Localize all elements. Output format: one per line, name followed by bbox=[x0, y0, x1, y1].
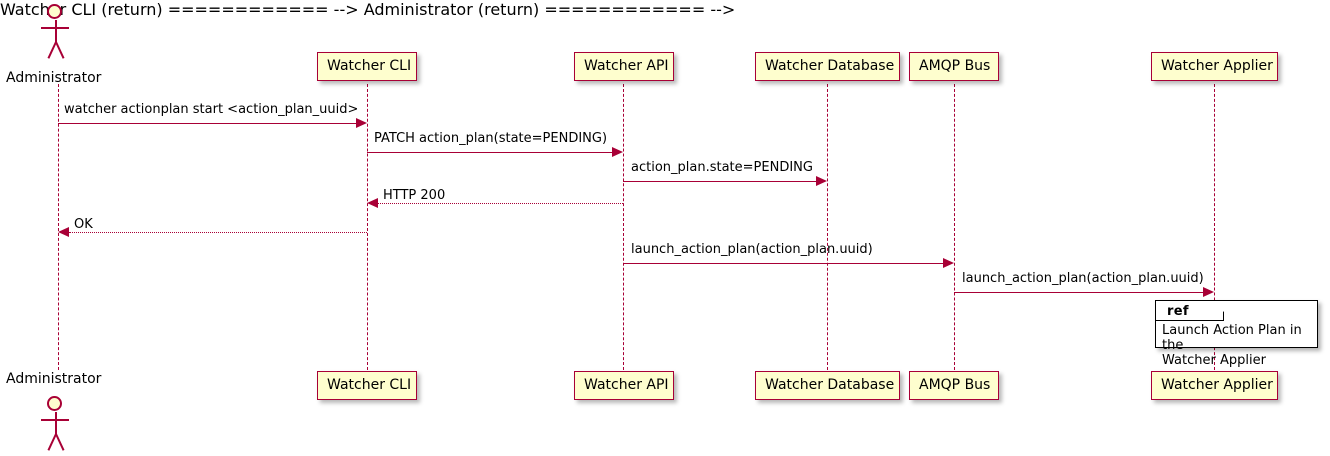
message-line-launch-action-plan-bus bbox=[954, 292, 1203, 293]
lifeline-amqp-bus bbox=[954, 84, 955, 370]
message-label-http-200: HTTP 200 bbox=[383, 188, 446, 203]
message-line-action-plan-state-pending bbox=[623, 181, 816, 182]
message-arrowhead-action-plan-state-pending bbox=[816, 176, 827, 186]
ref-fragment-text: Launch Action Plan in the Watcher Applie… bbox=[1162, 323, 1302, 368]
ref-fragment[interactable]: ref Launch Action Plan in the Watcher Ap… bbox=[1155, 300, 1318, 368]
message-arrowhead-launch-action-plan-bus bbox=[1203, 287, 1214, 297]
message-arrowhead-http-200 bbox=[367, 198, 378, 208]
participant-watcher-cli-bottom[interactable]: Watcher CLI bbox=[317, 371, 417, 400]
message-line-launch-action-plan-api bbox=[623, 263, 943, 264]
participant-watcher-database-top[interactable]: Watcher Database bbox=[755, 52, 900, 81]
actor-leg-right-icon bbox=[55, 433, 65, 451]
message-line-watcher-actionplan-start bbox=[58, 123, 358, 124]
participant-watcher-applier-bottom[interactable]: Watcher Applier bbox=[1151, 371, 1278, 400]
actor-leg-right-icon bbox=[55, 41, 65, 59]
participant-watcher-database-bottom[interactable]: Watcher Database bbox=[755, 371, 900, 400]
lifeline-watcher-cli bbox=[367, 84, 368, 370]
message-line-patch-action-plan bbox=[367, 152, 612, 153]
ref-fragment-tab-label: ref bbox=[1167, 304, 1189, 319]
participant-watcher-api-top[interactable]: Watcher API bbox=[574, 52, 674, 81]
message-arrowhead-ok bbox=[58, 227, 69, 237]
actor-administrator-bottom[interactable] bbox=[28, 396, 88, 452]
message-label-ok: OK bbox=[74, 217, 93, 232]
message-arrowhead-watcher-actionplan-start bbox=[356, 118, 367, 128]
actor-administrator-top[interactable] bbox=[28, 4, 88, 60]
participant-amqp-bus-top[interactable]: AMQP Bus bbox=[909, 52, 999, 81]
actor-head-icon bbox=[47, 396, 62, 411]
lifeline-watcher-api bbox=[623, 84, 624, 370]
participant-watcher-api-bottom[interactable]: Watcher API bbox=[574, 371, 674, 400]
participant-amqp-bus-bottom[interactable]: AMQP Bus bbox=[909, 371, 999, 400]
actor-body-icon bbox=[55, 412, 57, 436]
message-label-action-plan-state-pending: action_plan.state=PENDING bbox=[631, 160, 813, 175]
participant-watcher-applier-top[interactable]: Watcher Applier bbox=[1151, 52, 1278, 81]
actor-arms-icon bbox=[41, 27, 69, 29]
actor-head-icon bbox=[47, 4, 62, 19]
lifeline-watcher-applier bbox=[1214, 84, 1215, 370]
message-line-http-200 bbox=[378, 203, 623, 204]
message-label-launch-action-plan-bus: launch_action_plan(action_plan.uuid) bbox=[962, 271, 1204, 286]
message-label-watcher-actionplan-start: watcher actionplan start <action_plan_uu… bbox=[64, 102, 359, 117]
message-arrowhead-launch-action-plan-api bbox=[943, 258, 954, 268]
lifeline-watcher-database bbox=[827, 84, 828, 370]
actor-label-administrator-bottom: Administrator bbox=[6, 371, 102, 387]
participant-watcher-cli-top[interactable]: Watcher CLI bbox=[317, 52, 417, 81]
actor-body-icon bbox=[55, 20, 57, 44]
actor-label-administrator-top: Administrator bbox=[6, 70, 102, 86]
message-arrowhead-patch-action-plan bbox=[612, 147, 623, 157]
message-label-patch-action-plan: PATCH action_plan(state=PENDING) bbox=[374, 131, 608, 146]
message-line-ok bbox=[69, 232, 367, 233]
actor-arms-icon bbox=[41, 419, 69, 421]
message-label-launch-action-plan-api: launch_action_plan(action_plan.uuid) bbox=[631, 242, 873, 257]
